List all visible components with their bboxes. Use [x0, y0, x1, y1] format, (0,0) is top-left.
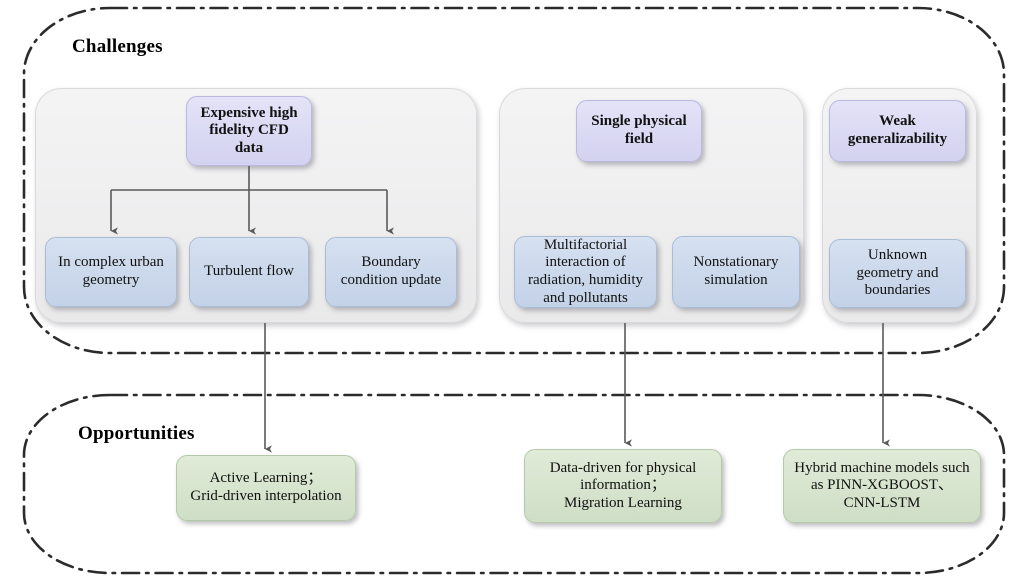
opportunity-box-2[interactable]: Hybrid machine models such as PINN-XGBOO…: [783, 449, 981, 523]
group-1-header-box[interactable]: Expensive high fidelity CFD data: [186, 96, 312, 166]
group-2-item-1[interactable]: Nonstationary simulation: [672, 236, 800, 308]
group-2-item-0[interactable]: Multifactorial interaction of radiation,…: [514, 236, 657, 308]
group-2-header-box[interactable]: Single physical field: [576, 100, 702, 162]
opportunities-title: Opportunities: [78, 423, 195, 444]
opportunities-section-frame: [22, 393, 1006, 575]
group-3-header-box[interactable]: Weak generalizability: [829, 100, 966, 162]
group-3-item-0[interactable]: Unknown geometry and boundaries: [829, 239, 966, 308]
opportunity-box-0[interactable]: Active Learning； Grid-driven interpolati…: [176, 455, 356, 521]
challenges-title: Challenges: [72, 36, 163, 57]
opportunity-box-1[interactable]: Data-driven for physical information； Mi…: [524, 449, 722, 523]
challenges-section-frame: [22, 6, 1006, 355]
group-1-item-0[interactable]: In complex urban geometry: [45, 237, 177, 307]
group-1-item-2[interactable]: Boundary condition update: [325, 237, 457, 307]
group-1-item-1[interactable]: Turbulent flow: [189, 237, 309, 307]
